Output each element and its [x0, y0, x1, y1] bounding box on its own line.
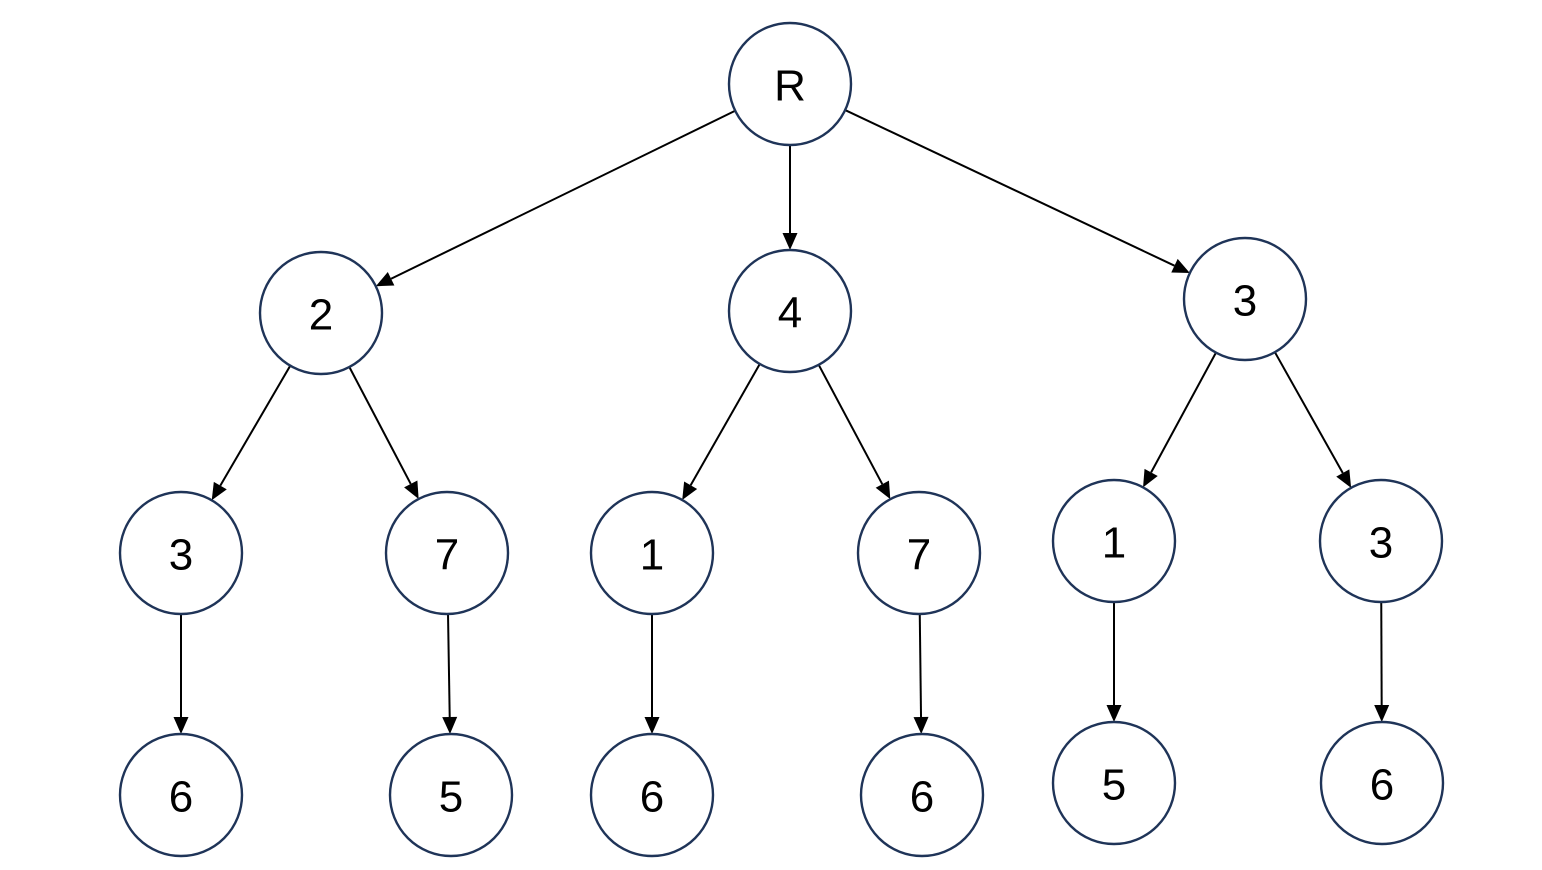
arrow-head-icon [875, 480, 891, 500]
tree-node[interactable]: 5 [388, 732, 514, 858]
node-circle[interactable] [118, 732, 244, 858]
tree-edge [913, 613, 929, 734]
node-circle[interactable] [859, 732, 985, 858]
node-label: R [774, 62, 806, 111]
arrow-head-icon [404, 480, 419, 499]
tree-node[interactable]: 7 [384, 490, 510, 616]
tree-edge [173, 614, 189, 734]
tree-node[interactable]: 1 [589, 490, 715, 616]
node-circle[interactable] [1318, 478, 1444, 604]
node-circle[interactable] [1182, 236, 1308, 362]
node-label: 6 [910, 773, 934, 822]
node-circle[interactable] [589, 732, 715, 858]
node-label: 1 [1102, 519, 1126, 568]
node-label: 3 [169, 531, 193, 580]
node-label: 5 [439, 773, 463, 822]
tree-node[interactable]: 6 [859, 732, 985, 858]
tree-edge [644, 614, 660, 734]
tree-node[interactable]: 6 [1319, 720, 1445, 846]
arrow-head-icon [1143, 468, 1158, 488]
node-circle[interactable] [384, 490, 510, 616]
tree-edge [682, 363, 761, 501]
tree-edge [1106, 602, 1122, 722]
tree-node[interactable]: 5 [1051, 720, 1177, 846]
node-label: 5 [1102, 761, 1126, 810]
tree-edge [375, 109, 736, 287]
node-label: 4 [778, 289, 802, 338]
node-circle[interactable] [1051, 720, 1177, 846]
arrow-head-icon [1171, 258, 1190, 273]
node-label: 6 [169, 773, 193, 822]
node-label: 3 [1369, 519, 1393, 568]
tree-edge [844, 109, 1190, 273]
node-label: 7 [907, 531, 931, 580]
node-label: 7 [435, 531, 459, 580]
arrow-head-icon [682, 481, 698, 501]
tree-edge [442, 613, 458, 735]
tree-edge [1274, 351, 1352, 488]
node-circle[interactable] [1051, 478, 1177, 604]
arrow-head-icon [913, 716, 929, 734]
node-label: 6 [1370, 761, 1394, 810]
tree-node[interactable]: 1 [1051, 478, 1177, 604]
tree-node[interactable]: 6 [589, 732, 715, 858]
node-circle[interactable] [118, 490, 244, 616]
node-circle[interactable] [388, 732, 514, 858]
tree-node[interactable]: 4 [727, 248, 853, 374]
tree-node[interactable]: 2 [258, 250, 384, 376]
arrow-head-icon [1106, 705, 1122, 722]
tree-node[interactable]: 3 [1318, 478, 1444, 604]
node-circle[interactable] [727, 248, 853, 374]
arrow-head-icon [1374, 704, 1390, 722]
tree-node[interactable]: 3 [1182, 236, 1308, 362]
tree-edge [1143, 352, 1217, 488]
arrow-head-icon [375, 272, 395, 287]
tree-node[interactable]: 3 [118, 490, 244, 616]
tree-edge [348, 366, 419, 499]
node-label: 6 [640, 773, 664, 822]
node-label: 2 [309, 291, 333, 340]
node-circle[interactable] [589, 490, 715, 616]
tree-edge [817, 364, 891, 500]
arrow-head-icon [782, 233, 798, 250]
arrow-head-icon [173, 717, 189, 734]
node-circle[interactable] [1319, 720, 1445, 846]
arrow-head-icon [442, 716, 458, 735]
tree-edge [782, 145, 798, 250]
tree-node[interactable]: 6 [118, 732, 244, 858]
arrow-head-icon [211, 481, 227, 501]
arrow-head-icon [1336, 469, 1352, 488]
edges-layer [173, 109, 1390, 735]
node-circle[interactable] [856, 490, 982, 616]
tree-edge [211, 365, 292, 501]
tree-node[interactable]: 7 [856, 490, 982, 616]
node-circle[interactable] [727, 21, 853, 147]
node-circle[interactable] [258, 250, 384, 376]
tree-edge [1374, 601, 1390, 722]
node-label: 1 [640, 531, 664, 580]
node-label: 3 [1233, 277, 1257, 326]
arrow-head-icon [644, 717, 660, 734]
tree-node[interactable]: R [727, 21, 853, 147]
